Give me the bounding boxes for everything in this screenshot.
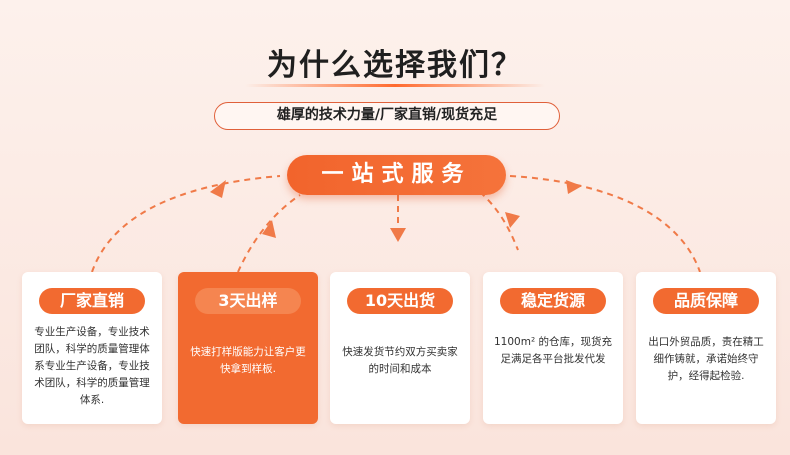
arrow-inner-left	[237, 194, 301, 273]
card-label: 厂家直销	[39, 288, 145, 314]
arrow-outer-left	[91, 175, 281, 273]
feature-card-quality: 品质保障 出口外贸品质，责在精工细作铸就，承诺始终守护，经得起检验.	[636, 272, 776, 424]
feature-card-sample: 3天出样 快速打样版能力让客户更快拿到样板.	[178, 272, 318, 424]
title-underline	[245, 84, 545, 87]
card-label: 稳定货源	[500, 288, 606, 314]
arrowhead-inner-left	[262, 220, 276, 238]
subtitle-text: 雄厚的技术力量/厂家直销/现货充足	[276, 107, 498, 123]
feature-card-factory-direct: 厂家直销 专业生产设备，专业技术团队，科学的质量管理体系专业生产设备，专业技术团…	[22, 272, 162, 424]
feature-card-shipping: 10天出货 快速发货节约双方买卖家的时间和成本	[330, 272, 470, 424]
card-text: 快速发货节约双方买卖家的时间和成本	[342, 346, 458, 375]
arrow-outer-right	[509, 175, 701, 273]
card-label: 品质保障	[653, 288, 759, 314]
feature-card-stable-supply: 稳定货源 1100m² 的仓库，现货充足满足各平台批发代发	[483, 272, 623, 424]
subtitle-badge: 雄厚的技术力量/厂家直销/现货充足	[214, 102, 560, 130]
arrowhead-inner-right	[505, 212, 520, 228]
service-label: 一站式服务	[321, 162, 472, 187]
card-label: 10天出货	[347, 288, 453, 314]
card-text: 快速打样版能力让客户更快拿到样板.	[190, 346, 306, 375]
card-text: 1100m² 的仓库，现货充足满足各平台批发代发	[494, 336, 612, 365]
page-title: 为什么选择我们？	[267, 48, 523, 83]
arrowhead-outer-right	[566, 180, 582, 194]
card-label: 3天出样	[195, 288, 301, 314]
one-stop-service-badge: 一站式服务	[287, 155, 506, 195]
arrow-inner-right	[479, 191, 519, 251]
arrowhead-center	[390, 228, 406, 242]
card-text: 出口外贸品质，责在精工细作铸就，承诺始终守护，经得起检验.	[648, 336, 764, 382]
card-text: 专业生产设备，专业技术团队，科学的质量管理体系专业生产设备，专业技术团队，科学的…	[34, 326, 150, 406]
arrowhead-outer-left	[210, 180, 226, 198]
